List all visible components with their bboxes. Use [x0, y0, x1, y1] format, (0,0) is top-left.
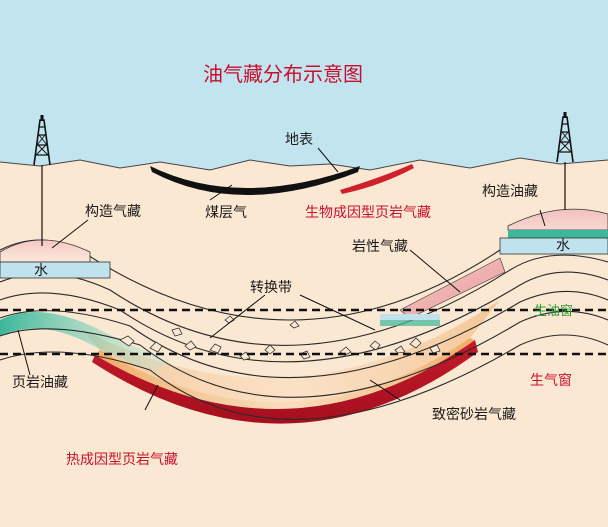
water-zone-right [499, 237, 608, 255]
lithologic-water-block [380, 314, 440, 320]
label-oil-window: 生油窗 [534, 304, 574, 319]
oil-derrick-icon [556, 112, 574, 163]
biogenic-shale-gas-lens [340, 164, 414, 194]
structural-oil-zone [508, 230, 608, 238]
sky [0, 0, 608, 170]
coal-bed [150, 166, 360, 195]
ground-surface-line [0, 157, 608, 171]
label-coalbed-gas: 煤层气 [205, 205, 247, 221]
thermogenic-shale-gas-bed [92, 340, 478, 424]
label-gas-window: 生气窗 [530, 373, 572, 389]
label-transition-zone: 转换带 [250, 280, 292, 296]
water-zone-left [0, 261, 111, 279]
label-water-left: 水 [34, 263, 48, 279]
structural-gas-cap [0, 239, 91, 263]
label-structural-oil: 构造油藏 [482, 184, 538, 200]
label-surface: 地表 [285, 132, 313, 148]
transition-zone-fragments [119, 315, 441, 361]
leader-lines [17, 147, 546, 411]
lithologic-oil-block [380, 320, 440, 326]
structural-oil-gas-cap [507, 208, 608, 231]
oil-derrick-icon [33, 115, 51, 166]
label-shale-oil: 页岩油藏 [12, 375, 68, 391]
label-lithologic-gas: 岩性气藏 [352, 239, 408, 255]
label-tight-sand-gas: 致密砂岩气藏 [432, 407, 516, 423]
diagram-title: 油气藏分布示意图 [203, 62, 363, 86]
tight-sand-band [95, 338, 475, 409]
label-structural-gas: 构造气藏 [85, 204, 141, 220]
gas-window-band [80, 300, 500, 403]
strata-lines [0, 233, 608, 420]
label-thermogenic-shale-gas: 热成因型页岩气藏 [66, 452, 178, 468]
label-biogenic-shale-gas: 生物成因型页岩气藏 [305, 205, 431, 221]
label-water-right: 水 [556, 238, 570, 254]
shale-oil-bed [0, 312, 170, 372]
